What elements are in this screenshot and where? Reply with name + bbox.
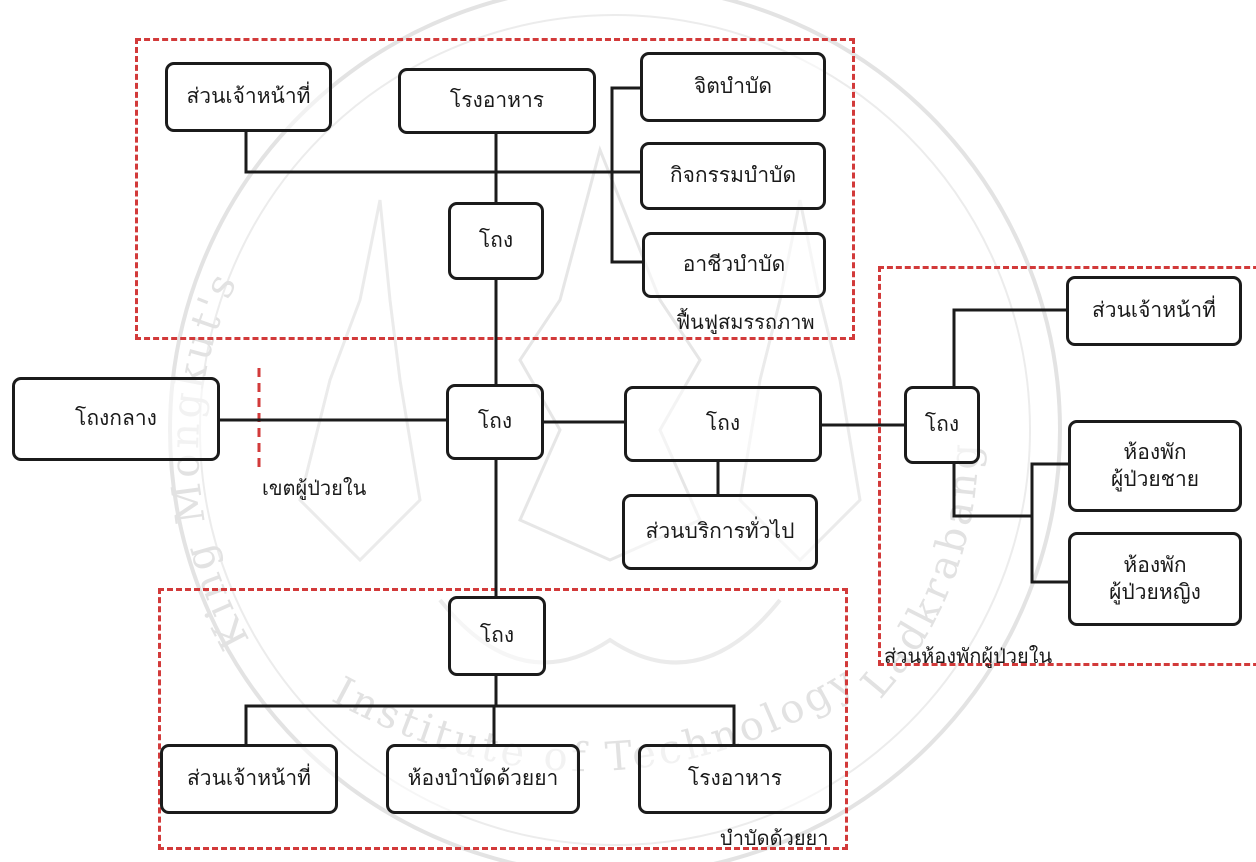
ward-staff-box: ส่วนเจ้าหน้าที่	[1066, 276, 1242, 346]
ward-hall-label: โถง	[924, 412, 960, 437]
ward-hall-box: โถง	[904, 386, 980, 464]
rehab-zone-label: ฟื้นฟูสมรรถภาพ	[676, 310, 815, 334]
general-service-label: ส่วนบริการทั่วไป	[645, 519, 795, 544]
drug-staff-box: ส่วนเจ้าหน้าที่	[160, 744, 338, 814]
rehab-hall-label: โถง	[478, 228, 514, 253]
drug-canteen-box: โรงอาหาร	[638, 744, 832, 814]
main-hall-label: โถง	[477, 409, 513, 434]
drug-zone-label: บำบัดด้วยยา	[720, 826, 829, 850]
drug-therapy-room-label: ห้องบำบัดด้วยยา	[407, 766, 559, 791]
drug-canteen-label: โรงอาหาร	[687, 766, 783, 791]
service-hall-label: โถง	[705, 411, 741, 436]
female-room-label-line2: ผู้ป่วยหญิง	[1109, 580, 1201, 604]
rehab-hall-box: โถง	[448, 202, 544, 280]
central-hall-label: โถงกลาง	[75, 406, 157, 431]
service-hall-box: โถง	[624, 386, 822, 462]
ward-staff-label: ส่วนเจ้าหน้าที่	[1091, 298, 1217, 323]
ward-zone-label: ส่วนห้องพักผู้ป่วยใน	[884, 644, 1053, 668]
male-ward-room-box: ห้องพัก ผู้ป่วยชาย	[1068, 420, 1242, 512]
rehab-canteen-label: โรงอาหาร	[449, 88, 545, 113]
female-room-label-line1: ห้องพัก	[1123, 552, 1187, 577]
inpatient-area-label: เขตผู้ป่วยใน	[262, 476, 367, 500]
main-hall-box: โถง	[446, 384, 544, 460]
occupational-therapy-label: อาชีวบำบัด	[682, 252, 786, 277]
rehab-canteen-box: โรงอาหาร	[398, 68, 596, 134]
drug-staff-label: ส่วนเจ้าหน้าที่	[186, 766, 312, 791]
occupational-therapy-box: อาชีวบำบัด	[642, 232, 826, 298]
rehab-staff-box: ส่วนเจ้าหน้าที่	[165, 62, 332, 132]
drug-therapy-room-box: ห้องบำบัดด้วยยา	[386, 744, 580, 814]
psychotherapy-box: จิตบำบัด	[640, 52, 826, 122]
psychotherapy-label: จิตบำบัด	[693, 74, 773, 99]
central-hall-box: โถงกลาง	[12, 377, 220, 461]
zone-drug-therapy	[158, 588, 848, 850]
male-room-label-line2: ผู้ป่วยชาย	[1110, 467, 1200, 491]
drug-hall-label: โถง	[479, 623, 515, 648]
male-room-label-line1: ห้องพัก	[1123, 439, 1187, 464]
activity-therapy-box: กิจกรรมบำบัด	[640, 142, 826, 210]
drug-hall-box: โถง	[448, 596, 546, 676]
female-ward-room-box: ห้องพัก ผู้ป่วยหญิง	[1068, 532, 1242, 626]
general-service-box: ส่วนบริการทั่วไป	[622, 494, 818, 570]
zone-ward	[878, 266, 1256, 666]
rehab-staff-label: ส่วนเจ้าหน้าที่	[186, 84, 311, 109]
activity-therapy-label: กิจกรรมบำบัด	[669, 163, 797, 188]
